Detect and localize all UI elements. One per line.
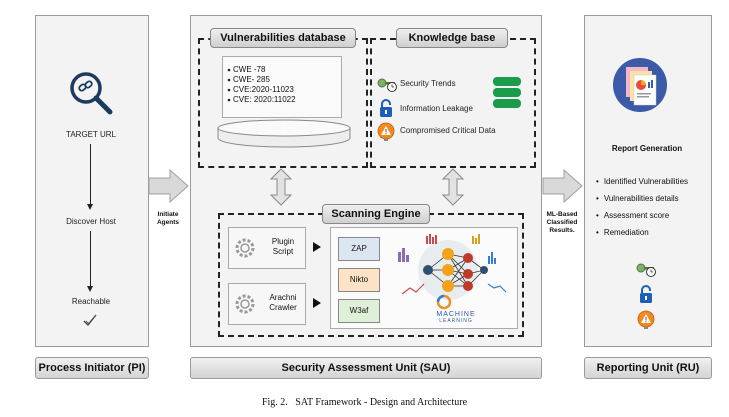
- report-item-label: Assessment score: [603, 211, 670, 220]
- arachni-crawler-card: Arachni Crawler: [228, 283, 306, 325]
- security-trends-label: Security Trends: [400, 79, 456, 88]
- results-arrow-icon: [542, 168, 583, 204]
- neural-network-icon: [398, 234, 507, 310]
- zap-tool: ZAP: [338, 237, 380, 261]
- green-database-icon: [493, 77, 521, 108]
- flow-arrowhead-2: [87, 286, 93, 292]
- database-disk-icon: [217, 119, 351, 148]
- w3af-tool: W3af: [338, 299, 380, 323]
- flow-line-2: [90, 231, 91, 289]
- flow-line-1: [90, 144, 91, 207]
- report-item-label: Remediation: [603, 228, 649, 237]
- warning-badge-icon: [377, 122, 395, 141]
- vulnerabilities-list-card: CWE -78 CWE- 285 CVE:2020-11023 CVE: 202…: [222, 56, 342, 118]
- vuln-item: CVE:2020-11023: [233, 85, 294, 94]
- report-items-list: •Identified Vulnerabilities •Vulnerabili…: [596, 173, 708, 241]
- double-arrow-icon: [442, 168, 464, 206]
- report-item-label: Identified Vulnerabilities: [603, 177, 689, 186]
- gear-icon: [235, 238, 255, 258]
- ml-logo-line2: LEARNING: [439, 318, 473, 324]
- lock-icon: [380, 99, 392, 117]
- plugin-script-card: Plugin Script: [228, 227, 306, 269]
- list-item: •Identified Vulnerabilities: [596, 177, 689, 186]
- flow-arrowhead-1: [87, 204, 93, 210]
- key-clock-icon: [377, 78, 397, 92]
- ml-logo-line1: MACHINE: [436, 311, 476, 318]
- list-item: •Assessment score: [596, 211, 670, 220]
- reporting-unit-footer: Reporting Unit (RU): [584, 357, 712, 379]
- report-item-label: Vulnerabilities details: [603, 194, 679, 203]
- magnifier-link-icon: [70, 72, 113, 115]
- vuln-item: CWE- 285: [233, 75, 270, 84]
- initiate-agents-label: Initiate Agents: [156, 211, 180, 226]
- reachable-label: Reachable: [71, 297, 111, 306]
- figure-caption: Fig. 2. SAT Framework - Design and Archi…: [261, 397, 468, 408]
- checkmark-icon: [83, 314, 97, 326]
- information-leakage-label: Information Leakage: [400, 104, 473, 113]
- compromised-data-label: Compromised Critical Data: [400, 126, 496, 135]
- vulnerabilities-database-title: Vulnerabilities database: [210, 28, 356, 48]
- target-url-label: TARGET URL: [66, 130, 116, 139]
- double-arrow-icon: [270, 168, 292, 206]
- vuln-item: CWE -78: [233, 65, 266, 74]
- discover-host-label: Discover Host: [66, 217, 116, 226]
- play-arrow-icon: [313, 242, 321, 252]
- key-clock-icon: [636, 263, 656, 277]
- machine-learning-logo-text: MACHINE LEARNING: [424, 311, 488, 325]
- list-item: •Remediation: [596, 228, 649, 237]
- process-initiator-footer: Process Initiator (PI): [35, 357, 149, 379]
- security-assessment-footer: Security Assessment Unit (SAU): [190, 357, 542, 379]
- initiate-arrow-icon: [148, 168, 189, 204]
- report-generation-title: Report Generation: [611, 144, 683, 153]
- knowledge-base-title: Knowledge base: [396, 28, 508, 48]
- gear-icon: [235, 294, 255, 314]
- bullet-dots: [227, 68, 231, 102]
- nikto-tool: Nikto: [338, 268, 380, 292]
- list-item: •Vulnerabilities details: [596, 194, 679, 203]
- ml-results-label: ML-Based Classified Results.: [546, 211, 578, 234]
- lock-icon: [640, 285, 652, 303]
- report-document-icon: [613, 58, 667, 112]
- scanning-engine-title: Scanning Engine: [322, 204, 430, 224]
- plugin-script-label: Plugin Script: [271, 237, 295, 256]
- warning-badge-icon: [637, 310, 655, 329]
- vuln-item: CVE: 2020:11022: [233, 95, 296, 104]
- arachni-crawler-label: Arachni Crawler: [269, 293, 297, 312]
- play-arrow-icon: [313, 298, 321, 308]
